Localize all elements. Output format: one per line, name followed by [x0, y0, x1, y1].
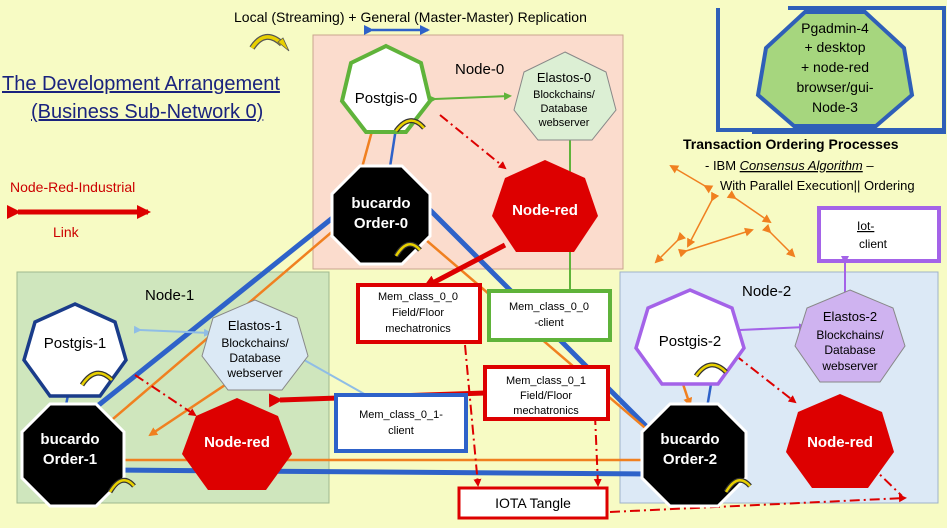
pgadmin-line4: browser/gui- [796, 79, 873, 95]
nodered0-shape [492, 160, 598, 252]
bucardo0-line1: bucardo [351, 195, 410, 212]
mem-class-0-1-line2: Field/Floor [520, 390, 572, 402]
pgadmin-line3: + node-red [801, 59, 869, 75]
bucardo0-line2: Order-0 [354, 215, 408, 232]
legend-title: Node-Red-Industrial [10, 179, 135, 195]
mem-class-0-1-line1: Mem_class_0_1 [506, 375, 586, 387]
pgadmin-line1: Pgadmin-4 [801, 20, 869, 36]
mem-class-0-0-client-line1: Mem_class_0_0 [509, 301, 589, 313]
bucardo1-line1: bucardo [40, 431, 99, 448]
mem-class-0-1-line3: mechatronics [513, 405, 579, 417]
postgis2-shape [634, 288, 746, 386]
elastos1-line3: Database [229, 351, 281, 365]
mem-class-0-1-client-line2: client [388, 425, 414, 437]
mem-class-0-0-box [356, 283, 482, 344]
replication-label: Local (Streaming) + General (Master-Mast… [234, 9, 587, 25]
elastos2-shape [794, 289, 906, 383]
bucardo2-line1: bucardo [660, 431, 719, 448]
mem-class-0-1-box [483, 365, 610, 421]
postgis1-label: Postgis-1 [44, 335, 107, 352]
node0-title: Node-0 [455, 61, 504, 78]
nodered2-shape [786, 394, 894, 488]
mem-class-0-1-client-line1: Mem_class_0_1- [359, 409, 443, 421]
bucardo1-line2: Order-1 [43, 451, 97, 468]
elastos0-line4: webserver [538, 117, 590, 129]
mem-class-0-0-line3: mechatronics [385, 323, 451, 335]
elastos0-line2: Blockchains/ [533, 89, 596, 101]
mem-class-0-0-line2: Field/Floor [392, 307, 444, 319]
mem-class-0-0-client-line2: -client [534, 317, 563, 329]
mem-class-0-0-line1: Mem_class_0_0 [378, 291, 458, 303]
postgis0-shape [339, 43, 433, 134]
nodered1-shape [182, 398, 292, 490]
pgadmin-line5: Node-3 [812, 99, 858, 115]
sync-icon-node2 [693, 362, 728, 378]
sync-icon-bucardo2 [723, 477, 752, 494]
mem-class-0-0-client-box [487, 289, 612, 342]
elastos2-line4: webserver [821, 359, 877, 373]
iot-client-line1: Iot- [857, 219, 874, 233]
nodered2-label: Node-red [807, 434, 873, 451]
page-subtitle: (Business Sub-Network 0) [31, 101, 263, 123]
iota-tangle-box [457, 486, 609, 520]
nodered0-label: Node-red [512, 202, 578, 219]
elastos1-shape [201, 299, 309, 391]
elastos1-line4: webserver [226, 366, 282, 380]
page-title: The Development Arrangement [2, 73, 280, 95]
replication-circular-icon [249, 34, 290, 52]
iot-client-line2: client [859, 237, 888, 251]
iota-tangle-label: IOTA Tangle [495, 495, 571, 511]
nodered1-label: Node-red [204, 434, 270, 451]
bucardo1-shape [20, 402, 126, 508]
elastos0-line3: Database [540, 103, 587, 115]
elastos1-line1: Elastos-1 [228, 318, 282, 333]
sync-icon-bucardo0 [393, 241, 422, 258]
mem-class-0-1-client-box [334, 393, 468, 453]
node1-title: Node-1 [145, 287, 194, 304]
postgis0-label: Postgis-0 [355, 90, 418, 107]
sync-icon-bucardo1 [107, 477, 136, 494]
elastos1-line2: Blockchains/ [221, 336, 289, 350]
transaction-line1: - IBM Consensus Algorithm – [705, 158, 874, 173]
red-dashdot-links [134, 114, 907, 513]
pgadmin-node3-shape [755, 10, 915, 128]
elastos2-line3: Database [824, 343, 876, 357]
pgadmin-line2: + desktop [804, 39, 865, 55]
legend-link-label: Link [53, 224, 80, 240]
sync-icon-node0 [393, 118, 426, 133]
elastos2-line1: Elastos-2 [823, 309, 877, 324]
sync-icon-node1 [79, 370, 114, 387]
elastos2-line2: Blockchains/ [816, 328, 884, 342]
transaction-line2: With Parallel Execution|| Ordering [720, 178, 915, 193]
postgis2-label: Postgis-2 [659, 333, 722, 350]
bucardo0-shape [330, 164, 432, 266]
bucardo2-line2: Order-2 [663, 451, 717, 468]
iot-client-box [817, 206, 941, 263]
elastos0-shape [513, 51, 617, 141]
bucardo2-shape [640, 402, 748, 508]
elastos0-line1: Elastos-0 [537, 70, 591, 85]
transaction-title: Transaction Ordering Processes [683, 136, 899, 152]
node2-title: Node-2 [742, 283, 791, 300]
